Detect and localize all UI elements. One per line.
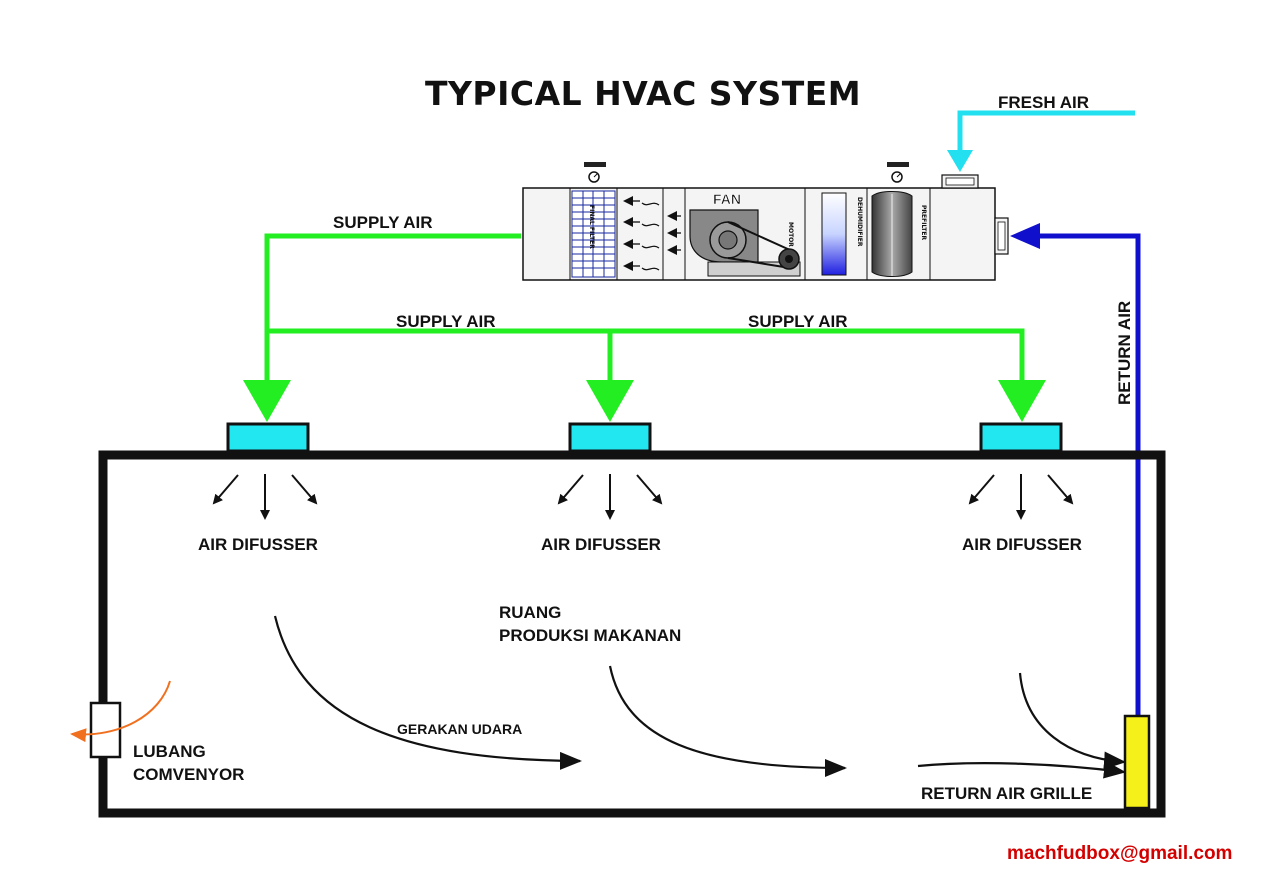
diffuser-arrows-icon	[212, 474, 1074, 520]
return-air-label: RETURN AIR	[1115, 301, 1134, 405]
fan-icon	[689, 209, 801, 277]
room-label-line2: PRODUKSI MAKANAN	[499, 626, 681, 645]
production-room	[98, 450, 1166, 818]
airflow-arrows-icon	[623, 196, 681, 271]
fresh-air-label: FRESH AIR	[998, 93, 1089, 112]
return-air-duct	[1010, 223, 1141, 716]
dehumidifier	[821, 192, 847, 276]
air-diffuser-1	[226, 422, 310, 453]
fresh-air-duct	[947, 110, 1135, 172]
motor-label: MOTOR	[787, 222, 794, 247]
air-diffuser-2	[568, 422, 652, 453]
conveyor-label-line1: LUBANG	[133, 742, 206, 761]
air-diffuser-3	[979, 422, 1063, 453]
final-filter-label: FINAL FILTER	[588, 205, 595, 249]
filter-gauge-icon	[584, 162, 606, 183]
conveyor-opening	[70, 680, 171, 759]
dehumidifier-label: DEHUMIDIFIER	[856, 197, 863, 247]
return-air-grille-label: RETURN AIR GRILLE	[921, 784, 1092, 803]
supply-air-label-left: SUPPLY AIR	[396, 312, 496, 331]
fan-label: FAN	[713, 191, 741, 207]
diffuser-label-3: AIR DIFUSSER	[962, 535, 1082, 554]
supply-air-label-right: SUPPLY AIR	[748, 312, 848, 331]
conveyor-label-line2: COMVENYOR	[133, 765, 244, 784]
diffuser-label-1: AIR DIFUSSER	[198, 535, 318, 554]
author-email: machfudbox@gmail.com	[1007, 843, 1232, 864]
room-label-line1: RUANG	[499, 603, 561, 622]
air-handling-unit: FINAL FILTER	[522, 162, 1009, 281]
prefilter-gauge-icon	[887, 162, 909, 183]
prefilter-label: PREFILTER	[920, 205, 927, 240]
motor-icon	[778, 248, 800, 270]
return-air-grille	[1123, 714, 1151, 810]
supply-arrowheads	[243, 380, 1046, 422]
air-movement-curves	[273, 615, 1126, 779]
supply-air-label-main: SUPPLY AIR	[333, 213, 433, 232]
prefilter	[871, 191, 913, 277]
diffuser-label-2: AIR DIFUSSER	[541, 535, 661, 554]
page-title: TYPICAL HVAC SYSTEM	[425, 74, 861, 113]
final-filter: FINAL FILTER	[571, 190, 616, 278]
air-movement-label: GERAKAN UDARA	[397, 721, 522, 737]
